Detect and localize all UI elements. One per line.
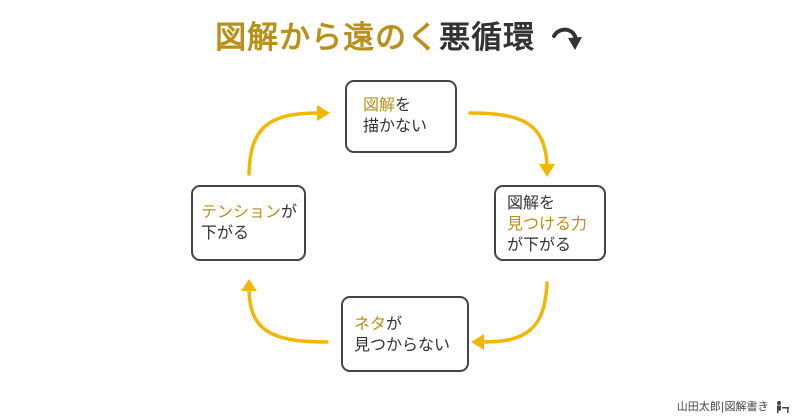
box-left-line1: テンションが [201,201,304,222]
arrow-left-to-top [247,111,320,176]
box-left-rest: が [281,202,298,221]
box-top-rest: を [395,95,412,114]
curved-arrow-down-icon [551,27,582,50]
arrow-right-to-bottom [481,281,549,344]
arrowhead-right [539,164,555,177]
arrow-top-to-right [468,111,549,167]
arrowhead-top [317,105,330,121]
title-part-2: 悪循環 [439,20,536,56]
cycle-box-left: テンションが 下がる [191,185,306,261]
cycle-box-top: 図解を 描かない [345,80,457,153]
box-bottom-rest: が [386,314,403,333]
author-credit: 山田太郎|図解書き [677,398,790,414]
box-top-highlight: 図解 [363,95,396,114]
title-part-1: 図解から遠のく [215,20,440,56]
box-right-line1: 図解を [507,193,556,212]
cycle-box-right: 図解を 見つける力 が下がる [494,185,606,261]
arrow-bottom-to-left [247,288,329,344]
box-bottom-line1: ネタが [354,313,467,334]
cycle-box-bottom: ネタが 見つからない [341,296,469,372]
arrowhead-bottom [471,334,484,350]
box-left-highlight: テンション [201,202,282,221]
box-top-line1: 図解を [363,94,455,115]
box-bottom-highlight: ネタ [354,314,387,333]
box-bottom-line2: 見つからない [354,335,451,354]
box-right-line2: 見つける力 [507,214,588,233]
box-left-line2: 下がる [201,223,250,242]
page-title: 図解から遠のく悪循環 [0,12,800,57]
box-right-line3: が下がる [507,235,572,254]
box-top-line2: 描かない [363,116,428,135]
person-at-desk-icon [777,401,789,413]
arrowhead-left [241,279,257,291]
credit-text: 山田太郎|図解書き [676,400,769,413]
